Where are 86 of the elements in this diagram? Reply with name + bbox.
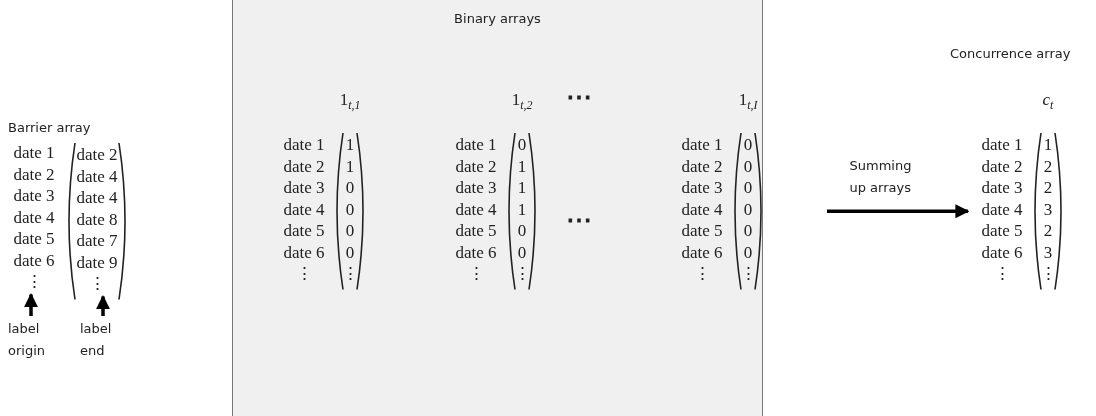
date-entry: date 9: [75, 251, 119, 273]
date-label: date 3: [282, 177, 326, 199]
heading: Concurrence array: [950, 46, 1071, 61]
array-value: 3: [1042, 241, 1054, 263]
arrow: [827, 204, 970, 219]
date-label: date 2: [980, 155, 1024, 177]
date-label: date 6: [980, 241, 1024, 263]
date-label: date 6: [12, 249, 56, 271]
array-value: 0: [742, 198, 754, 220]
date-label: date 6: [680, 241, 724, 263]
array-value: 3: [1042, 198, 1054, 220]
date-label: date 5: [680, 220, 724, 242]
date-label: date 4: [12, 206, 56, 228]
date-label: date 1: [454, 134, 498, 156]
date-label: date 5: [454, 220, 498, 242]
array-value: ⋮: [738, 263, 758, 285]
date-entry: date 2: [75, 144, 119, 166]
array-value: 0: [742, 241, 754, 263]
array-value: 0: [344, 241, 356, 263]
caption-label: label end: [80, 320, 113, 360]
arrow: [96, 295, 110, 316]
date-label: date 4: [680, 198, 724, 220]
array-value: 1: [344, 155, 356, 177]
date-entry: date 7: [75, 230, 119, 252]
date-label: ⋮: [466, 263, 486, 285]
date-label: date 2: [12, 163, 56, 185]
array-symbol: c$_{t}$: [1041, 90, 1055, 114]
date-label: ⋮: [992, 263, 1012, 285]
date-label: date 6: [454, 241, 498, 263]
ellipsis: ⋯: [566, 205, 592, 236]
array-value: 0: [516, 134, 528, 156]
edge-label: Summing up arrays: [849, 157, 913, 198]
date-label: date 3: [454, 177, 498, 199]
array-value: 0: [516, 220, 528, 242]
array-value: 2: [1042, 177, 1054, 199]
date-label: date 2: [454, 155, 498, 177]
array-value: ⋮: [512, 263, 532, 285]
array-value: 0: [742, 155, 754, 177]
caption-label: label origin: [8, 320, 46, 360]
date-label: date 2: [680, 155, 724, 177]
panel-background: [232, 0, 763, 416]
array-value: 2: [1042, 220, 1054, 242]
array-symbol: 1$_{t,I}$: [737, 90, 759, 114]
date-label: date 1: [282, 134, 326, 156]
array-value: ⋮: [340, 263, 360, 285]
date-label: date 4: [282, 198, 326, 220]
array-value: 0: [344, 177, 356, 199]
array-value: ⋮: [1038, 263, 1058, 285]
date-label: date 3: [12, 185, 56, 207]
array-value: 1: [1042, 134, 1054, 156]
array-value: 0: [742, 177, 754, 199]
array-symbol: 1$_{t,2}$: [510, 90, 534, 114]
date-entry: date 4: [75, 165, 119, 187]
date-label: ⋮: [24, 271, 44, 293]
date-label: date 4: [980, 198, 1024, 220]
array-value: 1: [516, 198, 528, 220]
date-label: ⋮: [294, 263, 314, 285]
ellipsis: ⋯: [566, 82, 592, 113]
date-label: date 5: [282, 220, 326, 242]
array-value: 0: [742, 134, 754, 156]
date-entry: date 4: [75, 187, 119, 209]
panel-title: Binary arrays: [454, 11, 541, 26]
array-value: 0: [344, 220, 356, 242]
date-label: date 3: [980, 177, 1024, 199]
date-label: date 1: [12, 142, 56, 164]
date-label: date 2: [282, 155, 326, 177]
array-value: 2: [1042, 155, 1054, 177]
date-label: date 5: [12, 228, 56, 250]
date-entry: ⋮: [87, 273, 107, 295]
date-label: ⋮: [692, 263, 712, 285]
array-value: 0: [344, 198, 356, 220]
array-value: 1: [344, 134, 356, 156]
date-label: date 1: [980, 134, 1024, 156]
array-symbol: 1$_{t,1}$: [338, 90, 362, 114]
date-label: date 4: [454, 198, 498, 220]
arrow: [24, 293, 38, 316]
date-label: date 5: [980, 220, 1024, 242]
date-label: date 3: [680, 177, 724, 199]
date-label: date 1: [680, 134, 724, 156]
array-value: 1: [516, 177, 528, 199]
date-entry: date 8: [75, 208, 119, 230]
date-label: date 6: [282, 241, 326, 263]
array-value: 0: [516, 241, 528, 263]
heading: Barrier array: [8, 120, 91, 135]
array-value: 1: [516, 155, 528, 177]
array-value: 0: [742, 220, 754, 242]
